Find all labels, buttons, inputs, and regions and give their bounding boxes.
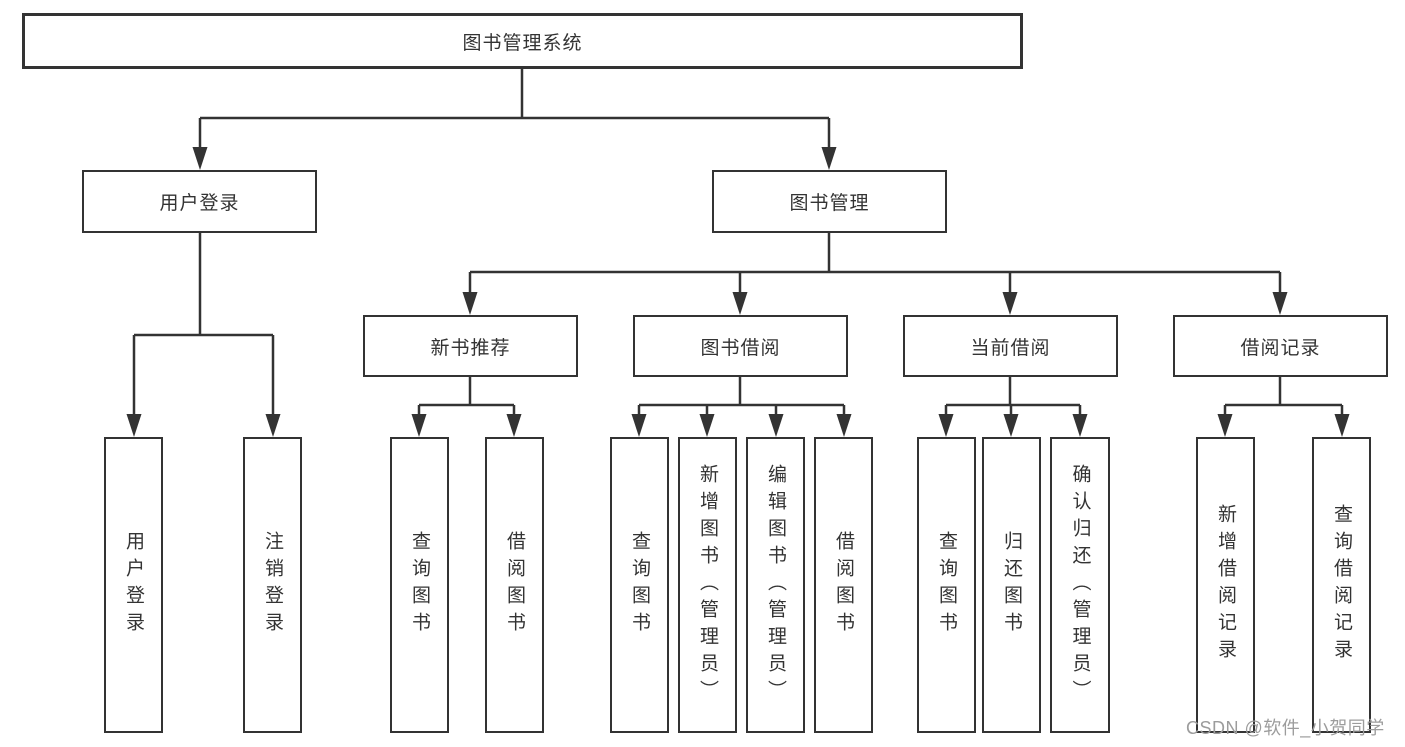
connector-group-user-login: [132, 233, 275, 418]
leaf-records-add-record: 新增借阅记录: [1196, 437, 1255, 733]
leaf-user-login: 用户登录: [104, 437, 163, 733]
node-new-book-recommendation: 新书推荐: [363, 315, 578, 377]
leaf-records-query-record: 查询借阅记录: [1312, 437, 1371, 733]
connector-group-current-borrow: [944, 377, 1082, 418]
leaf-new-books-borrow-books: 借阅图书: [485, 437, 544, 733]
connector-group-borrow-records: [1223, 377, 1344, 418]
leaf-borrow-edit-books-admin: 编辑图书（管理员）: [746, 437, 805, 733]
connector-group-book-borrow: [637, 377, 846, 418]
leaf-borrow-borrow-books: 借阅图书: [814, 437, 873, 733]
connector-group-book-mgmt: [468, 233, 1282, 295]
csdn-watermark: CSDN @软件_小贺同学: [1186, 718, 1385, 738]
node-borrowing-records: 借阅记录: [1173, 315, 1388, 377]
leaf-borrow-query-books: 查询图书: [610, 437, 669, 733]
leaf-current-confirm-return-admin: 确认归还（管理员）: [1050, 437, 1110, 733]
node-user-login: 用户登录: [82, 170, 317, 233]
node-library-management-system: 图书管理系统: [22, 13, 1023, 69]
leaf-current-return-books: 归还图书: [982, 437, 1041, 733]
leaf-logout: 注销登录: [243, 437, 302, 733]
node-current-borrowing: 当前借阅: [903, 315, 1118, 377]
leaf-current-query-books: 查询图书: [917, 437, 976, 733]
node-book-management: 图书管理: [712, 170, 947, 233]
leaf-new-books-query-books: 查询图书: [390, 437, 449, 733]
connector-group-root: [198, 69, 831, 150]
leaf-borrow-add-books-admin: 新增图书（管理员）: [678, 437, 737, 733]
connector-group-new-books: [417, 377, 516, 418]
node-book-borrowing: 图书借阅: [633, 315, 848, 377]
